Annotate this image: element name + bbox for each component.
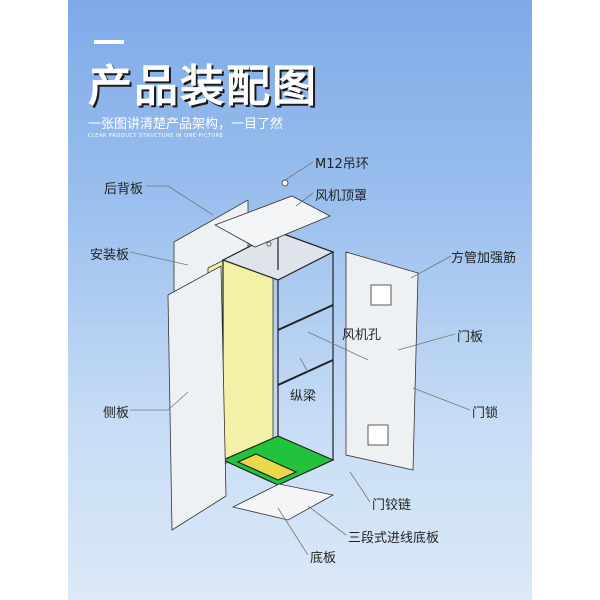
label-cable-base: 三段式进线底板 — [348, 531, 440, 546]
label-m12-ring: M12吊环 — [315, 157, 369, 172]
fan-hole-top — [370, 284, 392, 306]
label-bottom: 底板 — [310, 551, 337, 566]
top-cover-hole — [266, 241, 272, 247]
label-door-lock: 门锁 — [472, 406, 499, 421]
leader-lines — [129, 161, 471, 556]
label-beam: 纵梁 — [290, 389, 317, 404]
label-hinge: 门铰链 — [372, 498, 412, 513]
assembly-diagram — [129, 161, 471, 556]
accent-bar — [94, 40, 124, 44]
label-fan-hole: 风机孔 — [342, 328, 382, 343]
page-subtitle-en: CLEAR PRODUCT STRUCTURE IN ONE PICTURE — [88, 133, 224, 139]
m12-ring — [281, 179, 289, 187]
door-panel — [345, 251, 419, 471]
fan-hole-bottom — [367, 424, 389, 446]
label-back-panel: 后背板 — [104, 182, 144, 197]
side-panel — [167, 265, 227, 531]
page-subtitle: 一张图讲清楚产品架构，一目了然 — [88, 117, 284, 132]
fan-top-cover — [214, 195, 331, 248]
label-door: 门板 — [457, 330, 484, 345]
page-title: 产品装配图 — [88, 61, 318, 112]
label-side-panel: 侧板 — [103, 406, 130, 421]
label-mount-plate: 安装板 — [90, 248, 130, 263]
bottom-plate — [231, 483, 335, 521]
poster: 产品装配图 一张图讲清楚产品架构，一目了然 CLEAR PRODUCT STRU… — [68, 0, 532, 600]
label-fan-top: 风机顶罩 — [315, 189, 368, 204]
label-square-rib: 方管加强筋 — [451, 251, 517, 266]
